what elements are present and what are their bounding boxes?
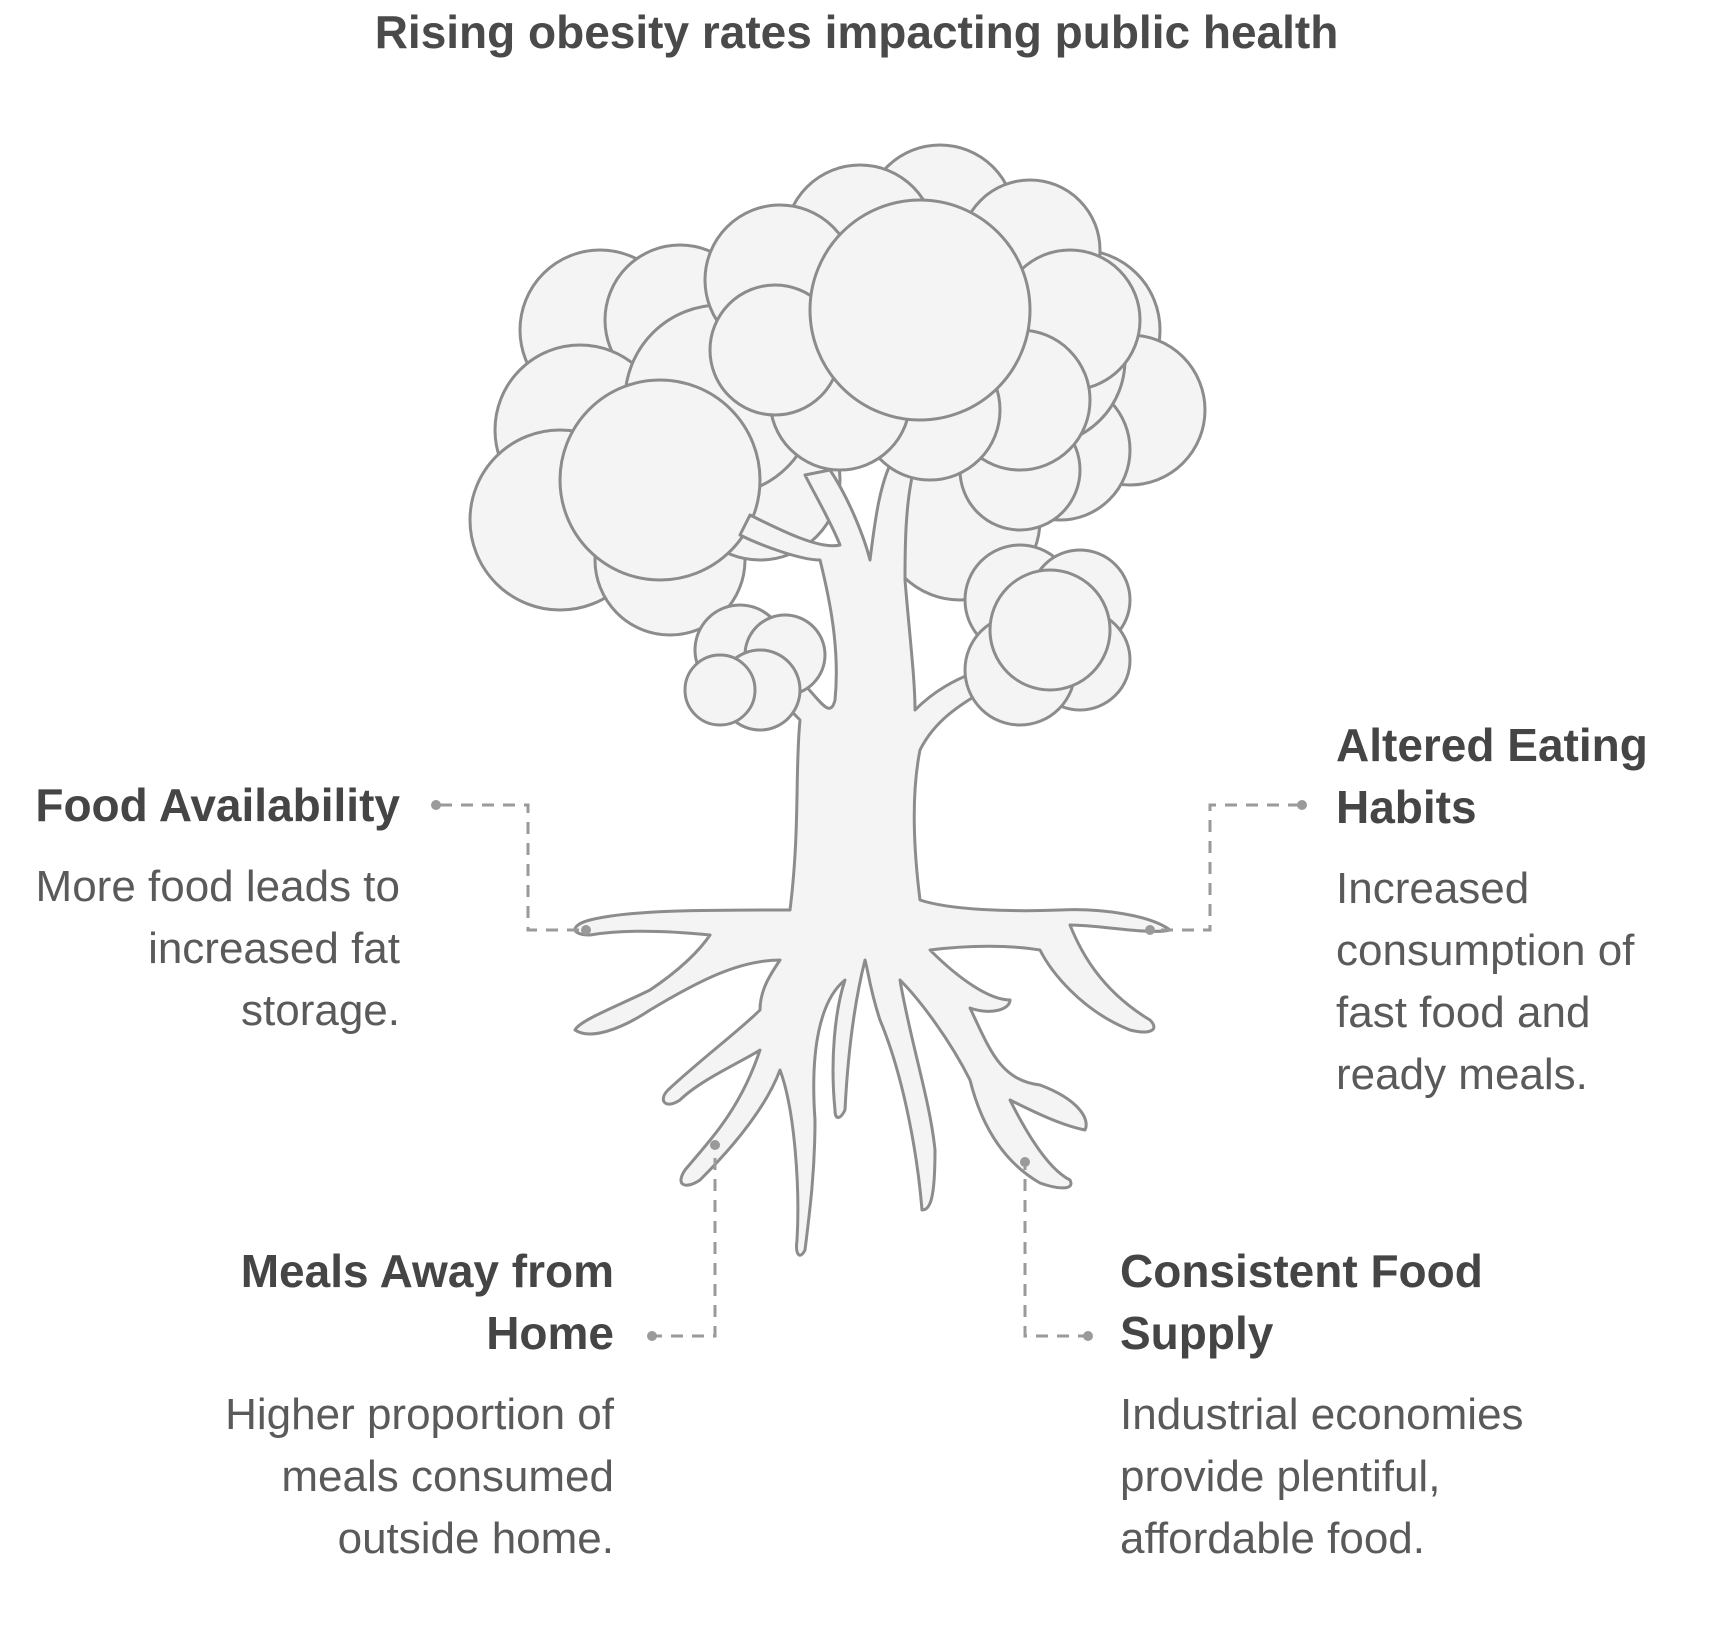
block-meals-away-from-home: Meals Away from Home Higher proportion o… [200, 1240, 614, 1570]
connector-dot [1020, 1157, 1030, 1167]
connector-food-availability [440, 803, 582, 932]
block-description: Industrial economies provide plentiful, … [1120, 1390, 1524, 1563]
block-heading: Meals Away from Home [240, 1245, 614, 1359]
connector-dot [1145, 925, 1155, 935]
canopy-small-left [683, 603, 827, 732]
block-description: Higher proportion of meals consumed outs… [225, 1390, 614, 1563]
block-description: More food leads to increased fat storage… [35, 862, 400, 1035]
block-heading: Food Availability [35, 779, 400, 831]
canopy-left [468, 243, 842, 637]
connector-consistent-supply [1023, 1162, 1090, 1338]
diagram-title: Rising obesity rates impacting public he… [374, 6, 1339, 58]
block-description: Increased consumption of fast food and r… [1336, 864, 1635, 1099]
connector-dot [647, 1331, 657, 1341]
connector-meals-away [650, 1145, 717, 1338]
connector-dot [1297, 800, 1307, 810]
canopy-top-center [703, 143, 1142, 482]
canopy-small-right [963, 543, 1132, 727]
connector-altered-eating [1150, 803, 1300, 932]
connector-dot [1083, 1331, 1093, 1341]
block-food-availability: Food Availability More food leads to inc… [10, 774, 400, 1042]
block-consistent-food-supply: Consistent Food Supply Industrial econom… [1120, 1240, 1540, 1570]
connector-dot [431, 800, 441, 810]
block-altered-eating-habits: Altered Eating Habits Increased consumpt… [1336, 714, 1706, 1106]
connector-dot [581, 925, 591, 935]
connector-dot [710, 1140, 720, 1150]
block-heading: Consistent Food Supply [1120, 1245, 1483, 1359]
block-heading: Altered Eating Habits [1336, 719, 1648, 833]
